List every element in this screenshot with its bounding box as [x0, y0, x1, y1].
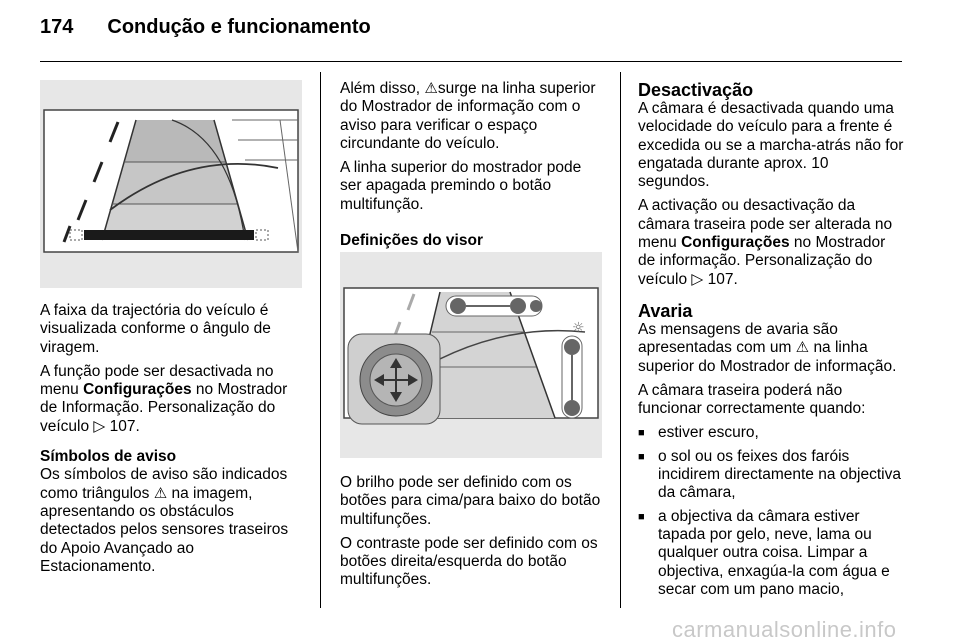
deactivate-paragraph: A função pode ser desactivada no menu Co… — [40, 362, 288, 435]
list-item: a objectiva da câmara estiver tapada por… — [638, 508, 904, 599]
column-1: A faixa da trajectória do veículo é visu… — [40, 302, 302, 582]
additional-warning-paragraph: Além disso, ⚠surge na linha superior do … — [340, 80, 596, 152]
warning-triangle-icon: ⚠ — [153, 484, 168, 502]
warning-triangle-icon: ⚠ — [424, 80, 438, 97]
list-item: estiver escuro, — [638, 424, 904, 443]
column-divider-1 — [320, 72, 321, 608]
column-3: Desactivação A câmara é desactivada quan… — [638, 80, 904, 604]
top-line-paragraph: A linha superior do mostrador pode ser a… — [340, 159, 582, 213]
display-settings-heading: Definições do visor — [340, 232, 483, 250]
trajectory-paragraph: A faixa da trajectória do veículo é visu… — [40, 302, 271, 356]
column-divider-2 — [620, 72, 621, 608]
header-rule — [40, 61, 902, 62]
warning-triangle-icon: ⚠ — [795, 339, 810, 357]
warning-symbols-paragraph: Os símbolos de aviso são indicados como … — [40, 466, 289, 575]
malfunction-conditions-list: estiver escuro, o sol ou os feixes dos f… — [638, 424, 904, 599]
display-settings-svg: ☼ — [343, 287, 599, 425]
watermark: carmanualsonline.info — [672, 617, 897, 642]
page-ref: 107. — [109, 417, 140, 435]
contrast-paragraph: O contraste pode ser definido com os bot… — [340, 534, 598, 589]
deactivation-paragraph: A câmara é desactivada quando uma veloci… — [638, 100, 904, 191]
deactivation-heading: Desactivação — [638, 80, 754, 100]
section-title: Condução e funcionamento — [107, 16, 371, 38]
warning-symbols-heading: Símbolos de aviso — [40, 448, 177, 466]
settings-menu-term: Configurações — [681, 234, 790, 252]
page-ref-icon: ▷ — [691, 270, 704, 288]
page-ref-icon: ▷ — [93, 417, 106, 435]
settings-menu-term: Configurações — [83, 381, 192, 399]
camera-trajectory-illustration — [40, 80, 302, 288]
brightness-paragraph: O brilho pode ser definido com os botões… — [340, 474, 601, 528]
svg-text:☼: ☼ — [572, 320, 585, 336]
display-settings-illustration: ☼ — [340, 252, 602, 458]
page-header: 174 Condução e funcionamento — [40, 16, 902, 46]
page-number: 174 — [40, 16, 74, 38]
camera-trajectory-svg — [43, 109, 299, 253]
column-2-bottom: O brilho pode ser definido com os botões… — [340, 474, 604, 596]
list-item: o sol ou os feixes dos faróis incidirem … — [638, 448, 904, 503]
fault-heading: Avaria — [638, 300, 693, 321]
activation-paragraph: A activação ou desactivação da câmara tr… — [638, 197, 893, 288]
fault-messages-paragraph: As mensagens de avaria são apresentadas … — [638, 320, 897, 375]
page-ref: 107. — [707, 270, 738, 288]
malfunction-paragraph: A câmara traseira poderá não funcionar c… — [638, 381, 866, 418]
column-2: Além disso, ⚠surge na linha superior do … — [340, 80, 604, 250]
